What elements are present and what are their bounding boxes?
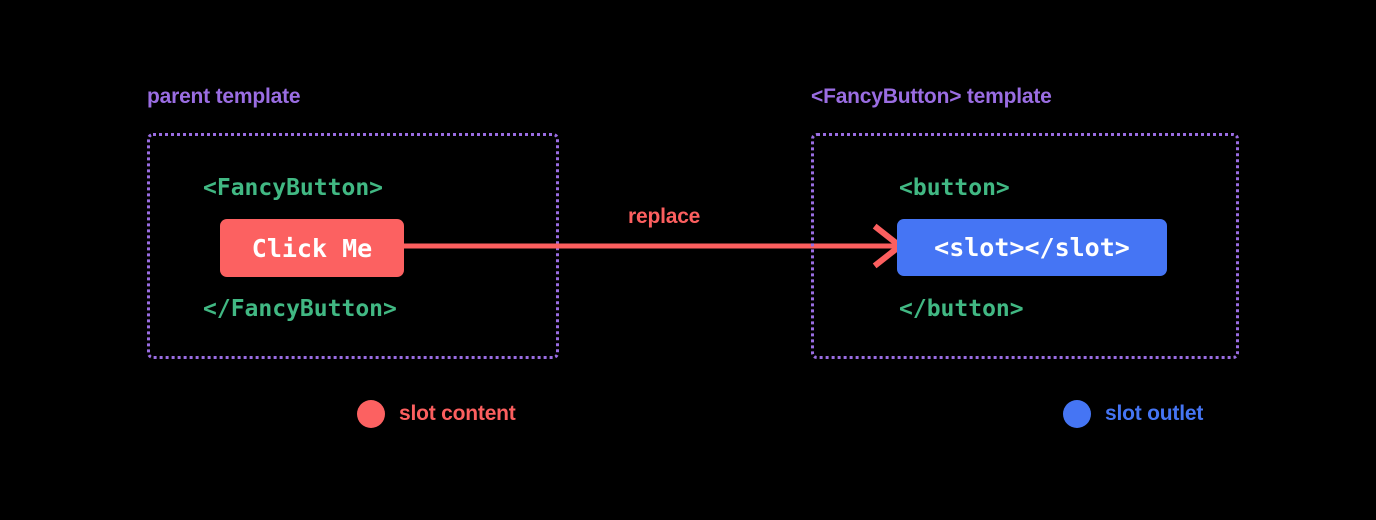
slot-outlet-chip: <slot></slot> bbox=[897, 219, 1167, 276]
slot-content-chip: Click Me bbox=[220, 219, 404, 277]
replace-arrow-label: replace bbox=[628, 205, 701, 228]
parent-template-heading: parent template bbox=[147, 85, 301, 108]
button-open-tag: <button> bbox=[899, 175, 1010, 201]
slot-content-swatch-icon bbox=[357, 400, 385, 428]
fancybutton-template-panel bbox=[811, 133, 1239, 359]
legend-label-slot-content: slot content bbox=[399, 402, 516, 425]
slot-outlet-swatch-icon bbox=[1063, 400, 1091, 428]
legend-label-slot-outlet: slot outlet bbox=[1105, 402, 1204, 425]
fancybutton-open-tag: <FancyButton> bbox=[203, 175, 384, 201]
legend-item-slot-content: slot content bbox=[357, 400, 516, 428]
legend-item-slot-outlet: slot outlet bbox=[1063, 400, 1203, 428]
fancybutton-template-heading: <FancyButton> template bbox=[811, 85, 1052, 108]
fancybutton-close-tag: </FancyButton> bbox=[203, 296, 397, 322]
button-close-tag: </button> bbox=[899, 296, 1024, 322]
